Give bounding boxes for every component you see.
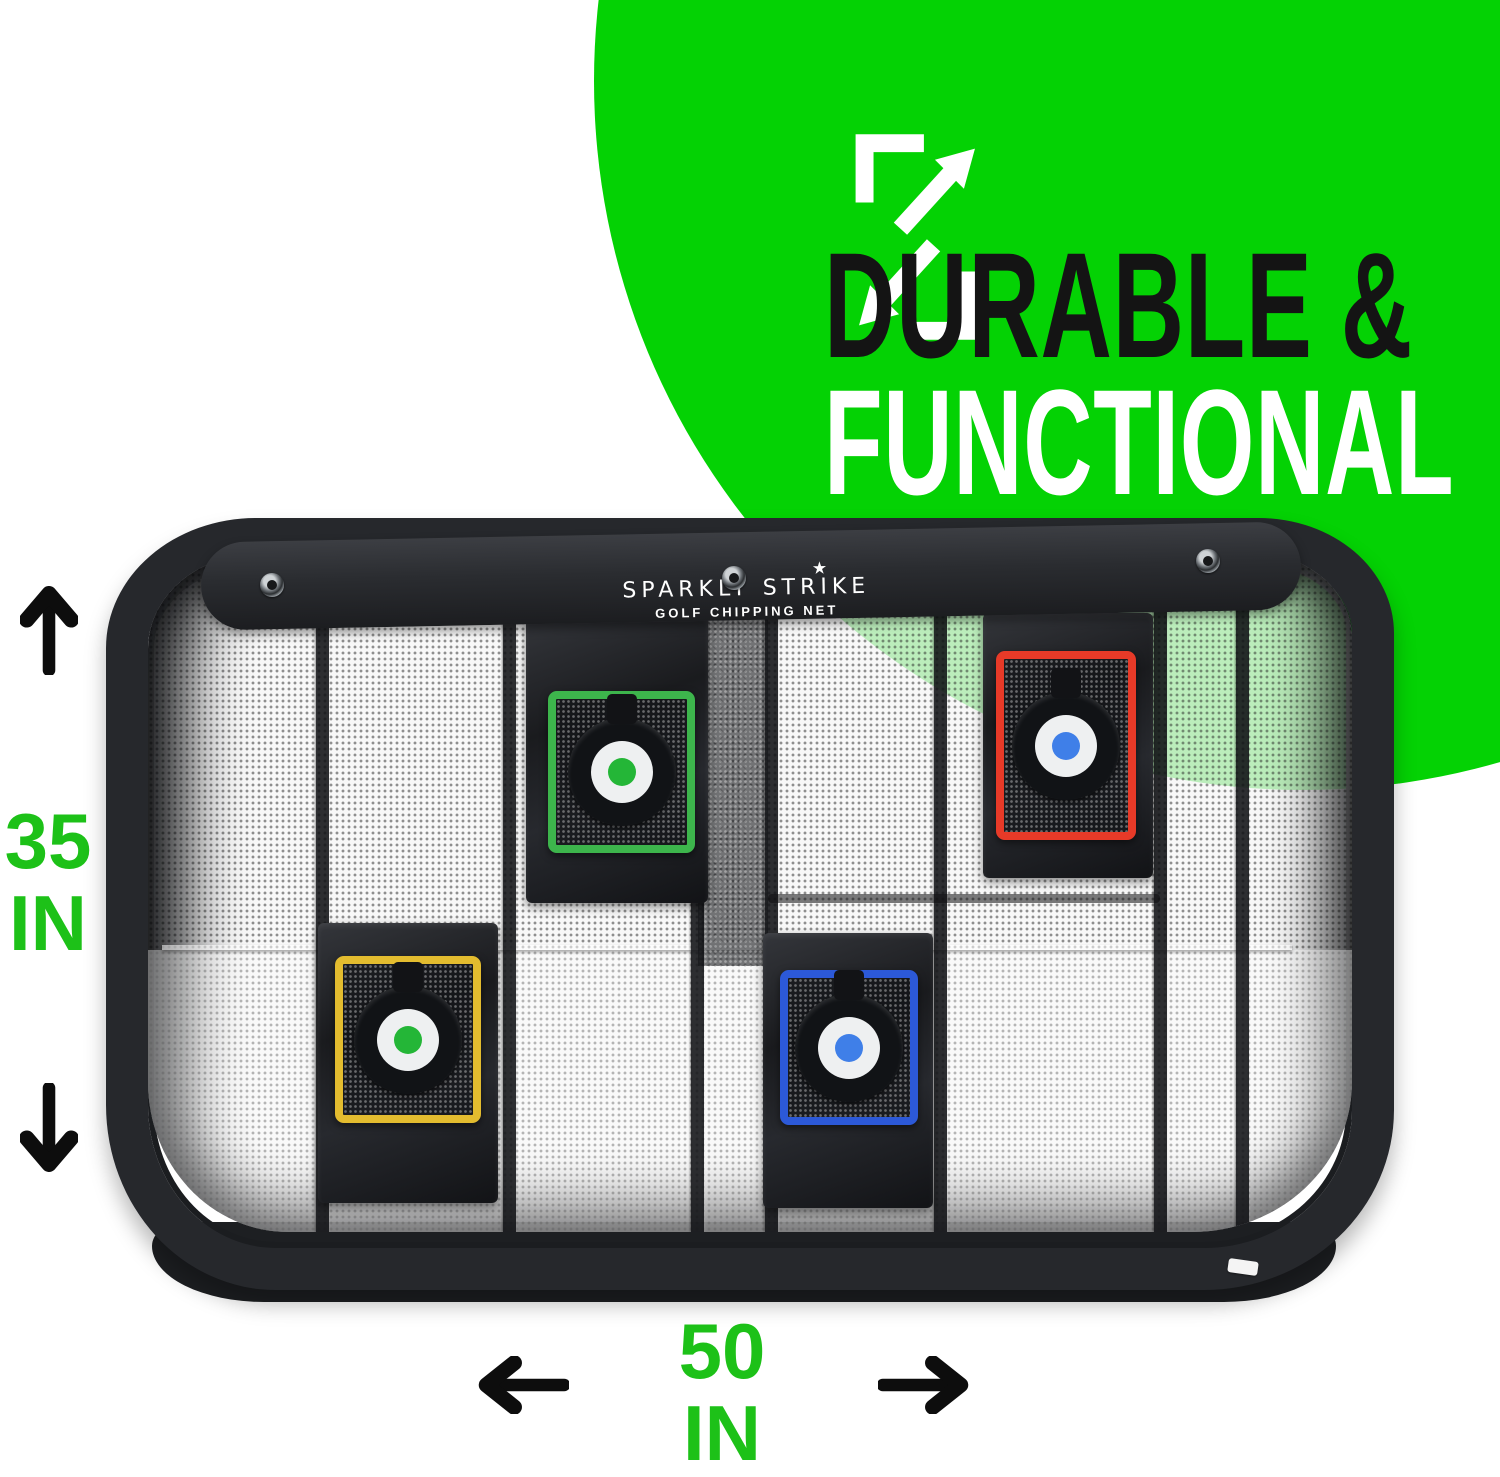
pocket-top-left [526, 616, 708, 903]
left-arrow-icon [478, 1356, 569, 1414]
target-yellow [335, 956, 481, 1123]
pocket-bottom-right [763, 933, 933, 1208]
golf-chipping-net: SPARKLY STRIKE GOLF CHIPPING NET ★ [106, 518, 1394, 1302]
bullseye [1012, 667, 1120, 800]
pocket-top-right [983, 613, 1153, 878]
bullseye-center [1052, 731, 1080, 760]
target-green [548, 691, 695, 853]
target-blue [780, 969, 918, 1125]
bullseye-ring [377, 1008, 439, 1071]
vertical-strap [1154, 554, 1167, 1232]
brand-text: SPARKLY STRIKE [622, 573, 871, 604]
right-arrow-icon [878, 1356, 969, 1414]
bullseye-center [394, 1025, 422, 1054]
pocket-bottom-left [318, 923, 498, 1203]
expand-arrows-icon [855, 134, 979, 340]
vertical-strap [1236, 554, 1249, 1232]
grommet-icon [722, 566, 746, 590]
width-value: 50 [678, 1307, 766, 1395]
bullseye [354, 961, 462, 1094]
star-icon: ★ [811, 558, 828, 578]
bullseye-ring [818, 1016, 880, 1079]
bullseye-center [607, 758, 636, 786]
horizontal-strap [768, 894, 1160, 903]
bullseye [567, 694, 676, 826]
down-arrow-icon [20, 1083, 78, 1173]
up-arrow-icon [20, 585, 78, 675]
vertical-strap [503, 554, 516, 1232]
grommet-icon [1196, 549, 1220, 573]
brand-block: SPARKLY STRIKE GOLF CHIPPING NET ★ [622, 559, 871, 622]
headline-line-2: FUNCTIONAL [824, 358, 1455, 526]
bullseye-ring [590, 741, 653, 803]
headline-line-1: DURABLE & [824, 221, 1413, 389]
width-unit: IN [683, 1389, 761, 1477]
grommet-icon [260, 573, 284, 597]
net-mesh-face [148, 554, 1352, 1232]
target-red [996, 651, 1136, 840]
center-dark-mesh-column [698, 554, 768, 966]
vertical-strap [934, 554, 947, 1232]
bullseye [795, 969, 903, 1102]
bullseye-center [835, 1033, 863, 1062]
height-value: 35 [4, 797, 92, 885]
bullseye-ring [1035, 714, 1097, 777]
height-unit: IN [9, 879, 87, 967]
